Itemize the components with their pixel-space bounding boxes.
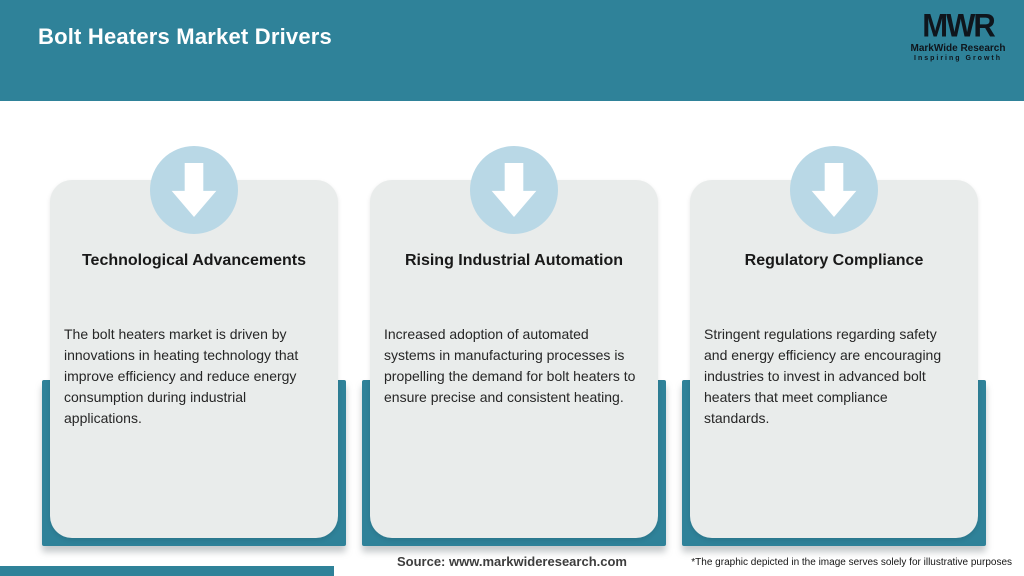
card-title: Technological Advancements bbox=[81, 252, 307, 269]
card-icon-badge bbox=[790, 146, 878, 234]
card-title: Rising Industrial Automation bbox=[404, 252, 624, 269]
logo-acronym: MWR bbox=[922, 7, 995, 44]
header-bar: Bolt Heaters Market Drivers MWR MarkWide… bbox=[0, 0, 1024, 101]
driver-card-regulatory-compliance bbox=[690, 180, 978, 538]
disclaimer-note: *The graphic depicted in the image serve… bbox=[691, 557, 1012, 568]
card-icon-badge bbox=[150, 146, 238, 234]
logo-tagline: Inspiring Growth bbox=[914, 55, 1002, 62]
card-body-text: The bolt heaters market is driven by inn… bbox=[64, 326, 299, 426]
bottom-accent-strip bbox=[0, 566, 334, 576]
driver-card-technological-advancements bbox=[50, 180, 338, 538]
card-icon-badge bbox=[470, 146, 558, 234]
markwide-research-logo: MWR MarkWide Research Inspiring Growth bbox=[902, 7, 1014, 62]
logo-name: MarkWide Research bbox=[910, 43, 1006, 54]
card-title: Regulatory Compliance bbox=[744, 252, 924, 269]
arrow-down-icon bbox=[171, 163, 217, 217]
page-title: Bolt Heaters Market Drivers bbox=[38, 24, 332, 49]
driver-card-rising-industrial-automation bbox=[370, 180, 658, 538]
arrow-down-icon bbox=[811, 163, 857, 217]
source-attribution: Source: www.markwideresearch.com bbox=[396, 554, 627, 569]
card-body-text: Stringent regulations regarding safety a… bbox=[704, 326, 942, 426]
arrow-down-icon bbox=[491, 163, 537, 217]
card-body-text: Increased adoption of automated systems … bbox=[384, 326, 636, 405]
